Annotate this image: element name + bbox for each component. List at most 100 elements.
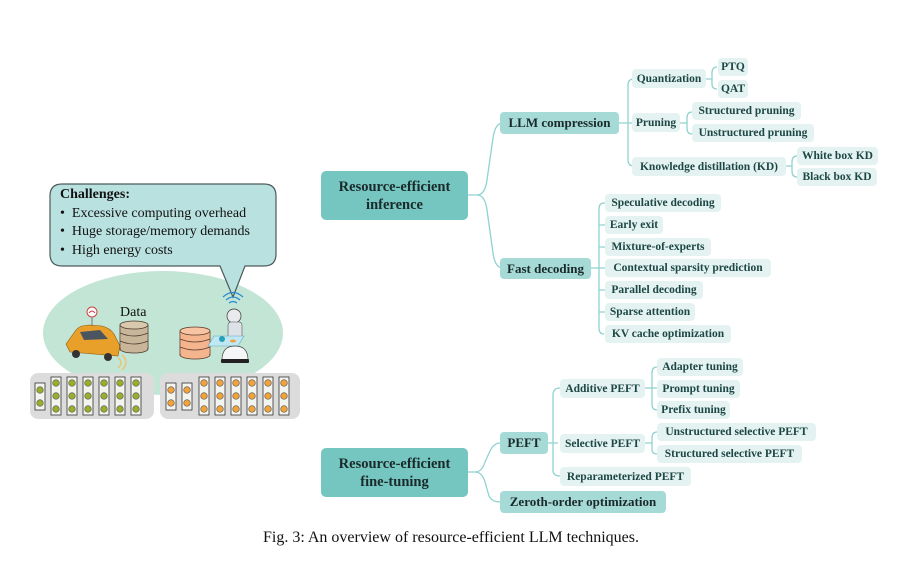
connector [680,111,693,135]
node-adapter-tuning: Adapter tuning [657,358,743,376]
node-additive-peft: Additive PEFT [560,379,645,398]
node-llm-compression: LLM compression [500,112,619,134]
server-indicator-light [280,379,288,387]
node-parallel-decoding: Parallel decoding [605,281,703,299]
node-mixture-of-experts: Mixture-of-experts [605,238,711,256]
node-kv-cache-optimization: KV cache optimization [605,325,731,343]
server-indicator-light [116,405,124,413]
node-pruning: Pruning [632,113,680,132]
server-indicator-light [132,379,140,387]
server-indicator-light [36,386,44,394]
node-quantization: Quantization [632,69,706,88]
connector [591,202,605,335]
challenge-item: • Huge storage/memory demands [60,224,250,239]
node-resource-efficient-inference: Resource-efficient inference [321,171,468,220]
server-indicator-light [100,379,108,387]
connector [645,366,658,411]
server-indicator-light [116,392,124,400]
server-indicator-light [68,379,76,387]
server-indicator-light [84,405,92,413]
server-indicator-light [232,392,240,400]
server-indicator-light [132,392,140,400]
server-indicator-light [248,392,256,400]
server-unit [165,382,177,411]
node-structured-selective-peft: Structured selective PEFT [657,445,802,463]
data-label: Data [120,305,147,320]
server-indicator-light [84,392,92,400]
server-indicator-light [232,405,240,413]
server-indicator-light [132,405,140,413]
server-indicator-light [183,386,191,394]
node-black-box-kd: Black box KD [797,168,877,186]
database-icon-local [179,326,211,360]
edge-environment-ellipse [43,271,283,395]
node-unstructured-selective-peft: Unstructured selective PEFT [657,423,816,441]
connector [645,431,658,455]
node-label-line2: fine-tuning [360,473,429,490]
node-prompt-tuning: Prompt tuning [657,380,740,398]
server-indicator-light [116,379,124,387]
server-indicator-light [280,392,288,400]
server-indicator-light [216,392,224,400]
server-indicator-light [216,405,224,413]
server-indicator-light [264,405,272,413]
node-contextual-sparsity-prediction: Contextual sparsity prediction [605,259,771,277]
connector [619,78,635,167]
node-structured-pruning: Structured pruning [692,102,801,120]
node-label-line2: inference [366,196,423,213]
node-qat: QAT [718,80,748,98]
server-indicator-light [167,386,175,394]
node-prefix-tuning: Prefix tuning [657,401,730,419]
node-white-box-kd: White box KD [797,147,878,165]
server-indicator-light [216,379,224,387]
server-indicator-light [52,392,60,400]
connector [474,471,503,503]
challenges-text: Challenges: • Excessive computing overhe… [60,186,250,260]
robot-icon [207,291,249,363]
server-indicator-light [52,379,60,387]
connector [706,66,718,90]
server-indicator-light [100,392,108,400]
challenge-item: • Excessive computing overhead [60,205,247,221]
server-indicator-light [68,392,76,400]
challenges-title: Challenges: [60,187,130,202]
challenge-item: • High energy costs [60,242,173,258]
node-peft: PEFT [500,432,548,454]
node-ptq: PTQ [718,58,748,76]
database-icon-data [119,320,149,354]
server-indicator-light [264,379,272,387]
connector [548,387,561,477]
car-icon [65,306,127,371]
server-indicator-light [100,405,108,413]
node-label-line1: Resource-efficient [338,178,451,195]
server-indicator-light [52,405,60,413]
connector [468,442,503,473]
server-units [34,376,290,416]
node-zeroth-order-optimization: Zeroth-order optimization [500,491,666,513]
connector [786,155,798,178]
node-knowledge-distillation: Knowledge distillation (KD) [632,157,786,176]
server-indicator-light [183,399,191,407]
node-early-exit: Early exit [605,216,663,234]
challenges-speech-bubble [49,183,277,299]
server-indicator-light [248,405,256,413]
server-indicator-light [200,405,208,413]
node-speculative-decoding: Speculative decoding [605,194,721,212]
server-unit [34,382,46,411]
node-fast-decoding: Fast decoding [500,258,591,279]
node-sparse-attention: Sparse attention [605,303,695,321]
figure-caption: Fig. 3: An overview of resource-efficien… [262,529,640,546]
node-reparameterized-peft: Reparameterized PEFT [560,467,691,486]
server-indicator-light [68,405,76,413]
node-selective-peft: Selective PEFT [560,434,645,453]
server-indicator-light [264,392,272,400]
server-indicator-light [280,405,288,413]
node-resource-efficient-fine-tuning: Resource-efficient fine-tuning [321,448,468,497]
node-label-line1: Resource-efficient [338,455,451,472]
connector [476,194,505,269]
server-unit [181,382,193,411]
node-unstructured-pruning: Unstructured pruning [692,124,814,142]
server-indicator-light [248,379,256,387]
edge-scenario-illustration: Data [30,183,300,419]
